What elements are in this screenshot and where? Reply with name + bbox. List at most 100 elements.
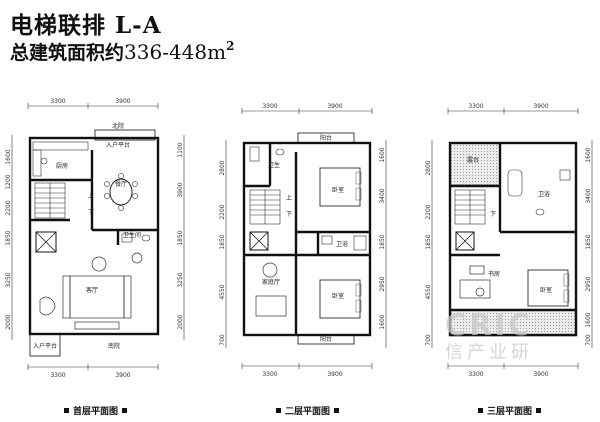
page-title: 电梯联排 L-A: [10, 12, 162, 39]
second-top-dim-2: 3900: [327, 103, 342, 110]
second-room-bath2: 卫浴: [336, 240, 348, 248]
first-left-dim-6: 2000: [5, 314, 12, 329]
first-right-dim-2: 3900: [177, 182, 184, 197]
first-left-dim-4: 1850: [5, 230, 12, 245]
second-dimension-lines: [225, 108, 387, 369]
second-right-dim-4: 2950: [379, 276, 386, 291]
second-left-dim-1: 2800: [219, 160, 226, 175]
second-left-dim-4: 4550: [219, 284, 226, 299]
third-right-dim-5: 1600: [585, 312, 592, 327]
first-entry-platform-south: [29, 333, 61, 357]
third-terrace-north-hatch: [449, 142, 501, 186]
first-right-dim-3: 1850: [177, 230, 184, 245]
third-top-dim-1: 3300: [468, 103, 483, 110]
second-room-balcony-north: 阳台: [320, 134, 332, 142]
second-top-dim-1: 3300: [262, 103, 277, 110]
first-dining-table: [104, 173, 138, 211]
third-left-dim-3: 1850: [425, 234, 432, 249]
third-bath-fixtures: [507, 169, 571, 216]
third-room-study: 书房: [488, 270, 500, 278]
second-right-dim-2: 3400: [379, 188, 386, 203]
watermark: CRIC 信产业研: [445, 308, 533, 364]
first-room-living: 客厅: [86, 286, 98, 294]
first-bottom-dim-2: 3900: [115, 372, 130, 379]
second-bottom-dim-1: 3300: [262, 371, 277, 378]
third-right-dim-3: 1850: [585, 234, 592, 249]
first-top-dim-1: 3300: [50, 98, 65, 105]
first-right-dim-4: 3250: [177, 272, 184, 287]
third-walls: [448, 141, 578, 337]
third-right-dim-1: 1600: [585, 147, 592, 162]
second-room-bedroom2: 卧室: [332, 292, 344, 300]
first-left-dim-2: 1200: [5, 174, 12, 189]
third-room-bath: 卫浴: [538, 190, 550, 198]
third-floor-plan: 3300 3900 3300 3900 2800 2200 1850 4550 …: [425, 103, 593, 378]
second-room-bedroom1: 卧室: [332, 186, 344, 194]
first-room-entry-top: 入户平台: [106, 141, 130, 149]
first-right-dim-1: 1100: [177, 142, 184, 157]
area-unit-sup: 2: [226, 39, 235, 53]
first-room-bathroom: 卫生间: [123, 231, 141, 239]
first-dimension-lines: [11, 103, 185, 370]
third-top-dim-2: 3900: [533, 103, 548, 110]
first-floor-caption: 首层平面图: [60, 404, 131, 417]
third-room-bedroom: 卧室: [540, 286, 552, 294]
third-label-down: 下: [490, 211, 496, 218]
area-value: 336-448m: [124, 40, 227, 64]
first-label-down: 下: [88, 209, 94, 216]
third-left-dim-2: 2200: [425, 204, 432, 219]
third-floor-caption: 三层平面图: [474, 404, 545, 417]
second-stairs: [249, 189, 281, 225]
third-room-terrace: 露台: [467, 156, 479, 164]
third-left-dim-4: 4550: [425, 284, 432, 299]
first-top-dim-2: 3900: [115, 98, 130, 105]
second-label-down: 下: [286, 211, 292, 218]
second-left-dim-2: 2200: [219, 204, 226, 219]
watermark-logo: CRIC: [445, 308, 533, 342]
third-left-dim-1: 2800: [425, 160, 432, 175]
third-bottom-dim-1: 3300: [468, 371, 483, 378]
second-left-dim-3: 1850: [219, 234, 226, 249]
first-room-entry-bottom: 入户平台: [33, 342, 57, 350]
first-left-dim-3: 2200: [5, 200, 12, 215]
first-room-north-yard: 北院: [112, 122, 124, 130]
first-label-up: 上: [88, 192, 94, 200]
first-floor-plan: 3300 3900 3300 3900 1600 1200 2200 1850 …: [5, 98, 185, 379]
first-right-dim-5: 2000: [177, 314, 184, 329]
first-room-kitchen: 厨房: [56, 162, 68, 170]
area-subtitle: 总建筑面积约336-448m2: [10, 38, 234, 65]
first-elevator: [35, 231, 57, 253]
first-north-yard: [94, 129, 156, 141]
third-left-dim-5: 700: [425, 334, 432, 346]
second-room-balcony-south: 阳台: [320, 335, 332, 343]
second-balcony-south: [297, 334, 355, 345]
first-walls: [28, 136, 160, 336]
second-family-furniture: [255, 262, 287, 317]
first-room-dining: 餐厅: [115, 180, 127, 188]
third-bottom-dim-2: 3900: [533, 371, 548, 378]
third-right-dim-4: 2950: [585, 276, 592, 291]
first-bottom-dim-1: 3300: [50, 372, 65, 379]
second-label-up: 上: [286, 194, 292, 202]
second-bath-fixtures: [249, 146, 367, 251]
second-elevator: [249, 231, 269, 251]
third-stairs: [454, 189, 486, 225]
second-room-family: 家庭厅: [262, 278, 280, 286]
second-balcony-north: [297, 132, 355, 144]
watermark-text: 信产业研: [445, 342, 533, 363]
second-right-dim-1: 1600: [379, 147, 386, 162]
second-floor-caption: 二层平面图: [272, 404, 343, 417]
first-stairs: [34, 182, 66, 219]
first-room-south-yard: 南院: [108, 342, 120, 350]
second-right-dim-3: 1850: [379, 234, 386, 249]
first-left-dim-1: 1600: [5, 149, 12, 164]
subtitle-prefix: 总建筑面积约: [10, 42, 125, 64]
third-study-furniture: [459, 265, 491, 299]
third-right-dim-2: 3400: [585, 188, 592, 203]
first-kitchen-fixtures: [32, 141, 89, 177]
first-bathroom-fixtures: [121, 233, 151, 243]
third-right-dim-6: 700: [585, 334, 592, 346]
first-living-furniture: [39, 252, 143, 330]
second-bottom-dim-2: 3900: [327, 371, 342, 378]
